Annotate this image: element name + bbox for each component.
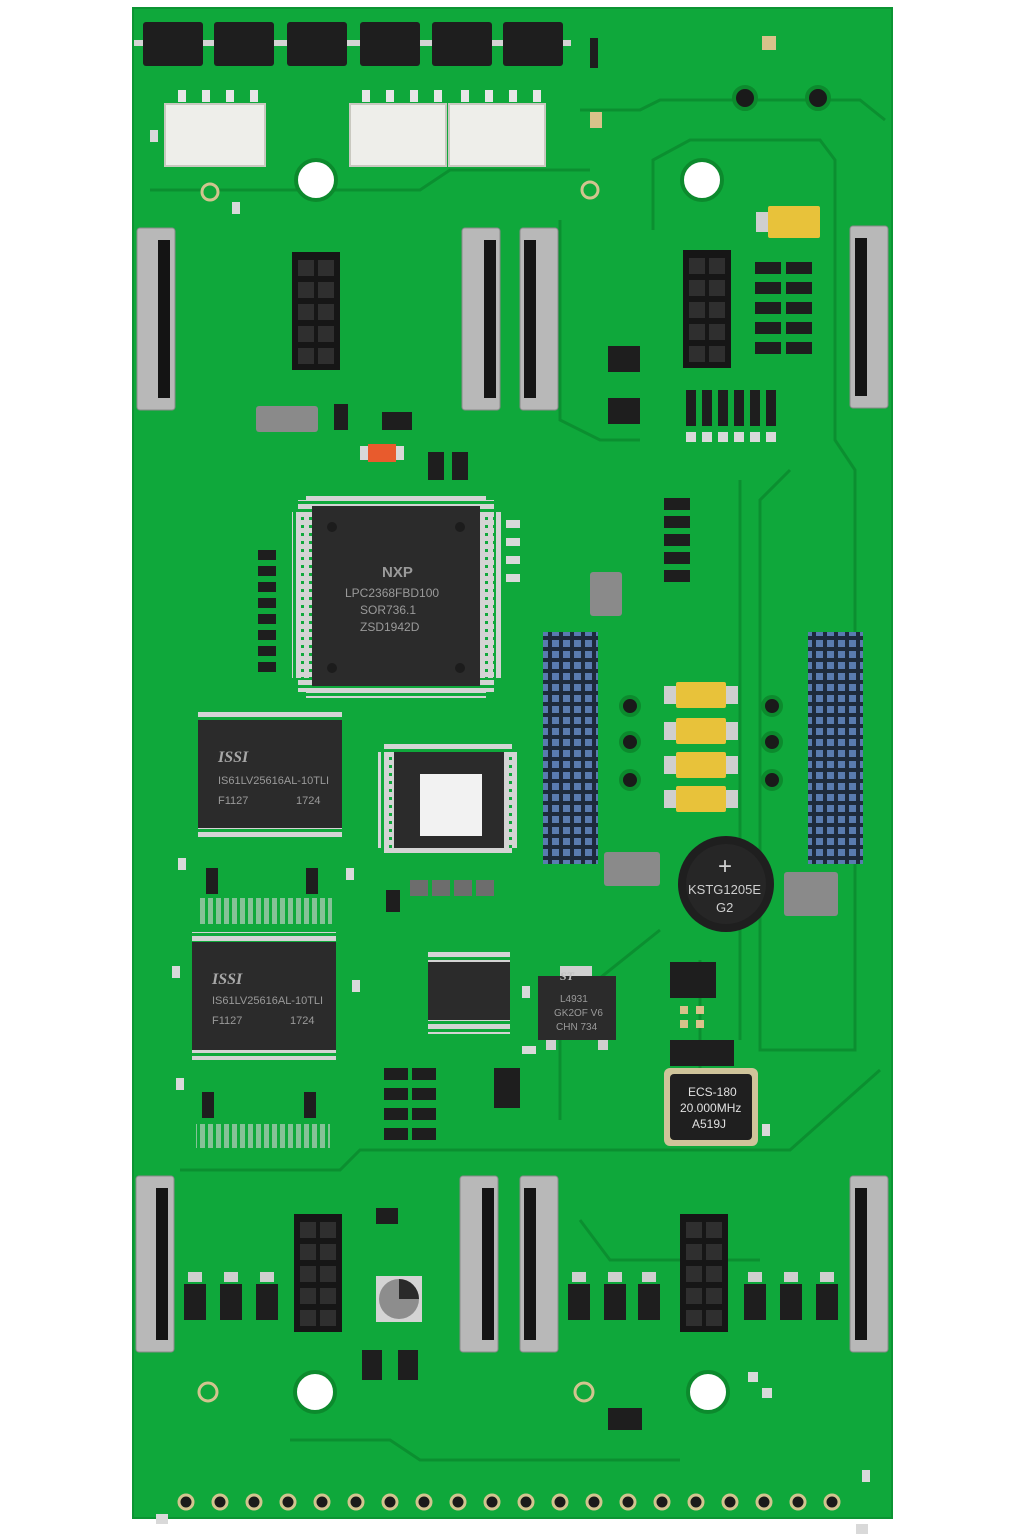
bottom-diode-row <box>184 1284 838 1380</box>
sram-bottom-lot: F1127 <box>212 1015 242 1027</box>
crystal-part: ECS-180 <box>688 1085 737 1099</box>
blue-pin-header-right <box>808 632 863 864</box>
buzzer-rev: G2 <box>716 900 733 915</box>
mounting-holes-bottom <box>197 1370 730 1414</box>
pin-header-bottom-left <box>294 1214 342 1332</box>
through-hole-vias <box>619 695 783 791</box>
crystal-lot: A519J <box>692 1117 726 1131</box>
inductor-left <box>604 852 660 886</box>
inductor-right <box>784 872 838 916</box>
sram-bottom-brand: ISSI <box>211 971 243 988</box>
regulator-code: GK2OF V6 <box>554 1008 603 1019</box>
regulator-brand: ST <box>560 969 575 983</box>
sram-top-brand: ISSI <box>217 749 249 766</box>
mcu-date: ZSD1942D <box>360 620 420 634</box>
ffc-connectors-bottom <box>135 1175 889 1353</box>
top-white-connectors <box>164 103 546 167</box>
terminal-pin-row <box>177 1493 841 1511</box>
ffc-connectors-top <box>136 225 889 411</box>
electrolytic-capacitor <box>376 1276 422 1322</box>
pin-header-top-right <box>683 250 731 368</box>
mcu-lot: SOR736.1 <box>360 603 416 617</box>
sram-bottom-part: IS61LV25616AL-10TLI <box>212 995 323 1007</box>
mcu-part: LPC2368FBD100 <box>345 586 439 600</box>
crystal-ecs180: ECS-180 20.000MHz A519J <box>664 1068 758 1146</box>
smd-resistor-array-top-right <box>755 262 812 354</box>
mounting-holes-top <box>200 158 724 202</box>
qfn-chip <box>378 744 518 856</box>
sram-top-date: 1724 <box>296 795 320 807</box>
pin-header-top-left <box>292 252 340 370</box>
tantalum-cap-top <box>768 206 820 238</box>
crystal-freq: 20.000MHz <box>680 1101 741 1115</box>
sram-top-lot: F1127 <box>218 795 248 807</box>
pin-header-bottom-right <box>680 1214 728 1332</box>
mcu-lpc2368: NXP LPC2368FBD100 SOR736.1 ZSD1942D <box>292 494 502 698</box>
mcu-resistor-column <box>258 550 276 672</box>
crystal-small <box>256 406 318 432</box>
top-right-via-1 <box>732 85 758 111</box>
sram-bottom-date: 1724 <box>290 1015 314 1027</box>
regulator-origin: CHN 734 <box>556 1022 598 1033</box>
top-right-via-2 <box>805 85 831 111</box>
mcu-brand: NXP <box>382 564 413 581</box>
red-led <box>368 444 396 462</box>
sram-bottom: ISSI IS61LV25616AL-10TLI F1127 1724 <box>192 932 336 1060</box>
buzzer: + KSTG1205E G2 <box>678 836 774 932</box>
blue-pin-header-left <box>543 632 598 864</box>
sram-top-part: IS61LV25616AL-10TLI <box>218 775 329 787</box>
tantalum-cap-stack <box>664 682 738 812</box>
sram-top: ISSI IS61LV25616AL-10TLI F1127 1724 <box>198 710 342 838</box>
interface-chip-so16 <box>428 950 510 1034</box>
buzzer-part: KSTG1205E <box>688 882 761 897</box>
regulator-part: L4931 <box>560 994 588 1005</box>
buzzer-plus: + <box>718 853 732 880</box>
top-relay-row <box>134 22 571 66</box>
regulator-l4931: ST L4931 GK2OF V6 CHN 734 <box>538 966 616 1050</box>
inductor-mid <box>590 572 622 616</box>
